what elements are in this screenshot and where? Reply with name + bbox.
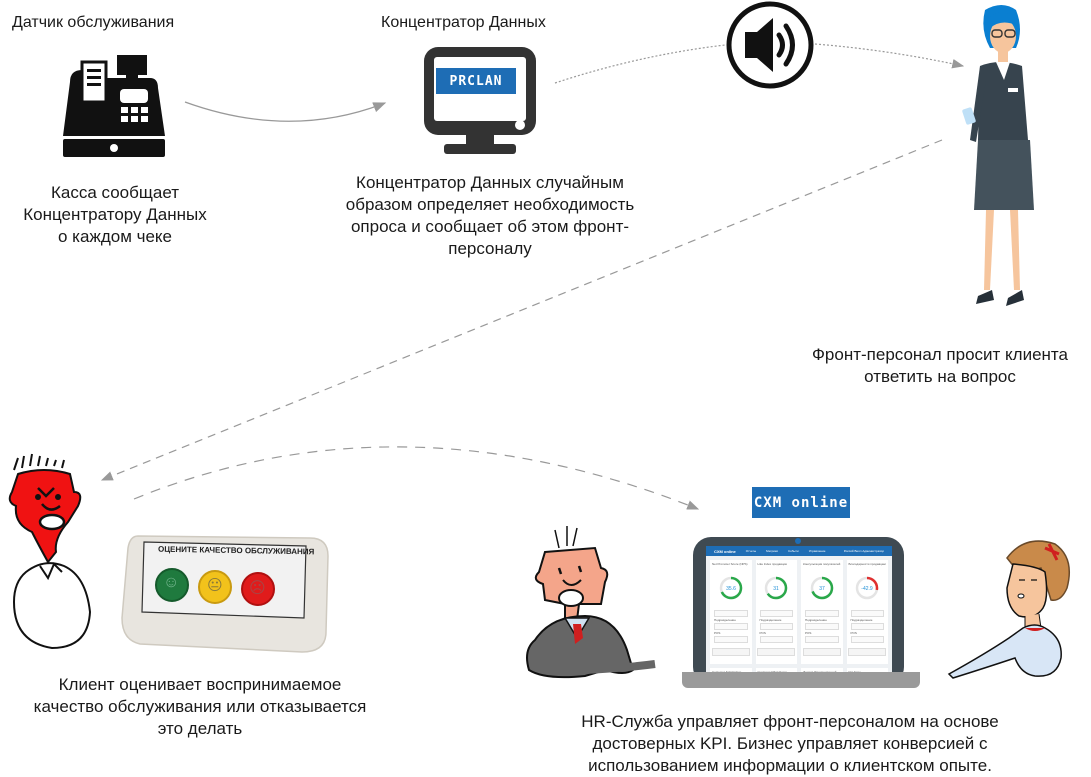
sensor-caption: Касса сообщает Концентратору Данных о ка… — [23, 183, 207, 246]
details-button[interactable] — [711, 648, 750, 656]
staff-caption: Фронт-персонал просит клиента ответить н… — [812, 345, 1068, 386]
kpi-value: 37 — [819, 586, 825, 592]
pos-label: POS — [850, 631, 857, 635]
frown-icon: ☹ — [249, 580, 266, 597]
arrow-client-to-management — [133, 446, 700, 510]
cxm-online-logo: CXM online — [752, 487, 850, 518]
sensor-title: Датчик обслуживания — [12, 14, 175, 31]
kpi-gauge: 37 — [810, 576, 833, 600]
dashboard-logo[interactable]: CXM online — [714, 548, 736, 554]
division-select[interactable] — [805, 623, 839, 630]
period-select[interactable] — [850, 610, 884, 617]
division-label: Подразделение — [805, 618, 827, 622]
pos-select[interactable] — [850, 636, 884, 643]
kpi-gauge: 31 — [765, 576, 788, 600]
kpi-gauge-fill — [765, 576, 788, 600]
smile-icon: ☺ — [163, 574, 180, 591]
user-name[interactable]: Россий Велл Администратор — [843, 549, 884, 553]
kpi-title: Консультация покупателей — [803, 562, 841, 566]
kpi-title: Благодарности продавцам — [848, 562, 886, 566]
neutral-face-icon: 😐︎ — [207, 577, 223, 594]
kpi-gauge: -42.9 — [856, 576, 879, 600]
period-select[interactable] — [759, 610, 793, 617]
kpi-gauge-fill — [810, 576, 833, 600]
management-caption: HR-Служба управляет фронт-персоналом на … — [581, 712, 999, 775]
angry-client-illustration — [4, 452, 104, 652]
webcam-dot — [795, 538, 801, 544]
kpi-value: 35.6 — [726, 586, 736, 592]
details-button[interactable] — [757, 648, 796, 656]
pos-select[interactable] — [714, 636, 748, 643]
hub-title: Концентратор Данных — [381, 14, 546, 31]
pos-select[interactable] — [805, 636, 839, 643]
monitor-icon — [422, 45, 538, 155]
hub-caption: Концентратор Данных случайным образом оп… — [345, 173, 635, 258]
prolan-logo: PRϹLAN — [436, 68, 516, 94]
sad-rating-button[interactable]: ☹ — [241, 572, 275, 606]
happy-rating-button[interactable]: ☺ — [155, 568, 189, 602]
division-label: Подразделение — [850, 618, 873, 622]
menu-management[interactable]: Управление — [808, 549, 826, 553]
arrow-sensor-to-hub — [184, 101, 387, 122]
kpi-value: 31 — [773, 586, 779, 592]
neutral-rating-button[interactable]: 😐︎ — [198, 570, 232, 604]
laptop: CXM online Отчеты Метрики Событи Управле… — [693, 537, 904, 685]
pos-label: POS — [805, 631, 812, 635]
dashboard-navbar: CXM online Отчеты Метрики Событи Управле… — [706, 546, 892, 556]
division-select[interactable] — [850, 623, 884, 630]
kpi-title: Net Promoter Score (NPS) — [712, 562, 748, 566]
arrow-speaker-to-staff — [814, 43, 965, 69]
kpi-gauge-fill — [856, 576, 879, 600]
laptop-base — [682, 672, 920, 688]
hr-manager-illustration — [515, 520, 660, 695]
menu-metrics[interactable]: Метрики — [766, 549, 778, 553]
division-select[interactable] — [759, 623, 793, 630]
speaker-icon — [723, 0, 817, 94]
details-button[interactable] — [848, 648, 887, 656]
arrow-hub-to-speaker — [554, 44, 726, 84]
pos-label: POS — [759, 631, 766, 635]
client-caption: Клиент оценивает воспринимаемое качество… — [33, 675, 367, 738]
period-select[interactable] — [805, 610, 839, 617]
pos-select[interactable] — [759, 636, 793, 643]
division-label: Подразделение — [759, 618, 782, 622]
dashboard-screen: CXM online Отчеты Метрики Событи Управле… — [706, 546, 892, 674]
kpi-gauge-fill — [719, 576, 742, 600]
period-select[interactable] — [714, 610, 748, 617]
details-button[interactable] — [802, 648, 841, 656]
division-label: Подразделение — [714, 618, 736, 622]
kpi-title: Like Index продавцов — [757, 562, 787, 566]
division-select[interactable] — [714, 623, 748, 630]
menu-events[interactable]: Событи — [787, 549, 799, 553]
customer-woman-illustration — [945, 528, 1085, 688]
cash-register-icon — [60, 52, 168, 160]
staff-woman-illustration — [950, 0, 1040, 318]
kpi-gauge: 35.6 — [719, 576, 742, 600]
pos-label: POS — [714, 631, 721, 635]
menu-reports[interactable]: Отчеты — [745, 549, 757, 553]
kpi-value: -42.9 — [862, 586, 874, 592]
